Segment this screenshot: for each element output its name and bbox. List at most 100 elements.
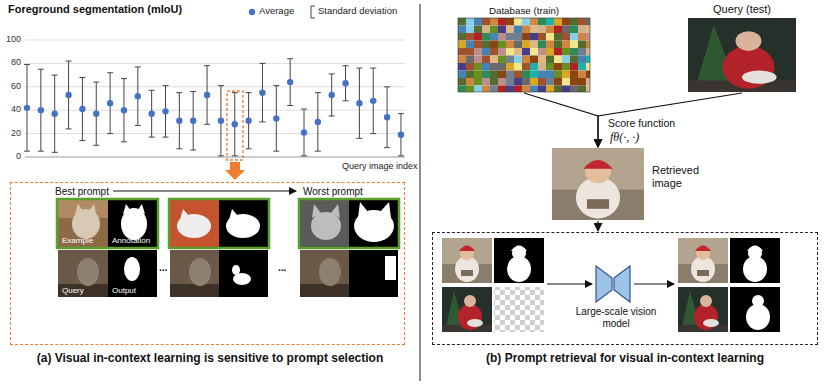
mosaic-cell (482, 48, 490, 56)
std-cap (135, 125, 141, 126)
legend-symbol (311, 6, 312, 18)
mosaic-cell (482, 56, 490, 64)
mosaic-cell (498, 63, 506, 71)
mosaic-cell (522, 18, 530, 26)
std-cap (301, 109, 307, 110)
mean-dot (204, 92, 210, 98)
query-photo (688, 18, 796, 92)
mosaic-cell (482, 63, 490, 71)
mosaic-cell (466, 26, 474, 34)
image-heading: Database (train) (428, 5, 620, 16)
mosaic-cell (554, 41, 562, 49)
model-arrow (547, 283, 592, 284)
mosaic-cell (570, 33, 578, 41)
mean-dot (329, 92, 335, 98)
mosaic-cell (586, 71, 590, 79)
tile-label: Output (112, 286, 136, 295)
mosaic-cell (586, 18, 590, 26)
mosaic-cell (530, 26, 538, 34)
mean-dot (259, 89, 265, 95)
prompt-group (108, 250, 157, 297)
mosaic-cell (458, 41, 466, 49)
mosaic-cell (506, 48, 514, 56)
std-cap (93, 82, 99, 83)
prompt-group (170, 250, 220, 297)
mean-dot (287, 79, 293, 85)
ellipsis: ... (278, 262, 286, 274)
retrieved-image: Retrieved image (552, 148, 644, 220)
std-cap (135, 66, 141, 67)
image-heading: Query (test) (658, 3, 826, 16)
mean-dot (218, 118, 224, 124)
chart-title: Foreground segmentation (mIoU) (8, 3, 182, 16)
std-cap (38, 69, 44, 70)
mosaic-cell (514, 48, 522, 56)
mosaic-cell (514, 63, 522, 71)
mean-dot (356, 100, 362, 106)
mosaic-cell (578, 41, 586, 49)
model-label: Large-scale vision model (572, 306, 660, 330)
prompt-group (57, 199, 158, 297)
prompt-group (58, 250, 108, 297)
mosaic-cell (546, 86, 554, 93)
prompt-group (123, 204, 131, 214)
mosaic-cell (466, 48, 474, 56)
mosaic-cell (530, 78, 538, 86)
mosaic-cell (474, 48, 482, 56)
std-cap (176, 92, 182, 93)
image-tile: Output (109, 251, 158, 298)
mosaic-cell (530, 48, 538, 56)
mean-dot (148, 111, 154, 117)
mosaic-cell (554, 86, 562, 93)
mosaic-cell (554, 26, 562, 34)
prompt-group (312, 204, 321, 218)
mosaic-cell (538, 78, 546, 86)
query-photo (688, 18, 796, 92)
mosaic-cell (458, 63, 466, 71)
prompt-group (169, 199, 269, 248)
std-cap (204, 124, 210, 125)
mosaic-cell (570, 56, 578, 64)
std-cap (149, 137, 155, 138)
mosaic-cell (554, 48, 562, 56)
mosaic-cell (578, 86, 586, 93)
std-cap (218, 155, 224, 156)
mosaic-cell (522, 86, 530, 93)
mosaic-cell (506, 71, 514, 79)
mosaic-cell (458, 78, 466, 86)
image-frame (458, 18, 590, 92)
mosaic-cell (586, 48, 590, 56)
std-cap (190, 91, 196, 92)
std-cap (66, 128, 72, 129)
std-cap (52, 152, 58, 153)
mosaic-cell (578, 18, 586, 26)
std-cap (315, 92, 321, 93)
mean-dot (38, 107, 44, 113)
mosaic-cell (554, 56, 562, 64)
mean-dot (121, 107, 127, 113)
mosaic-cell (522, 41, 530, 49)
mosaic-cell (562, 26, 570, 34)
mosaic-cell (498, 18, 506, 26)
order-arrow (113, 190, 296, 191)
mosaic-cell (538, 48, 546, 56)
mosaic-cell (482, 86, 490, 93)
mosaic-cell (498, 86, 506, 93)
prompt-tiles (730, 238, 780, 283)
model-arrow (634, 283, 674, 284)
mosaic-cell (554, 33, 562, 41)
mean-dot (176, 118, 182, 124)
std-cap (329, 116, 335, 117)
mosaic-cell (530, 33, 538, 41)
mosaic-cell (474, 56, 482, 64)
mosaic-cell (530, 18, 538, 26)
mosaic-cell (554, 63, 562, 71)
mosaic-cell (498, 56, 506, 64)
flow-arrow (524, 93, 598, 147)
mosaic-cell (578, 56, 586, 64)
mosaic-cell (578, 26, 586, 34)
std-cap (24, 151, 30, 152)
std-cap (121, 78, 127, 79)
prompt-group (137, 204, 145, 214)
